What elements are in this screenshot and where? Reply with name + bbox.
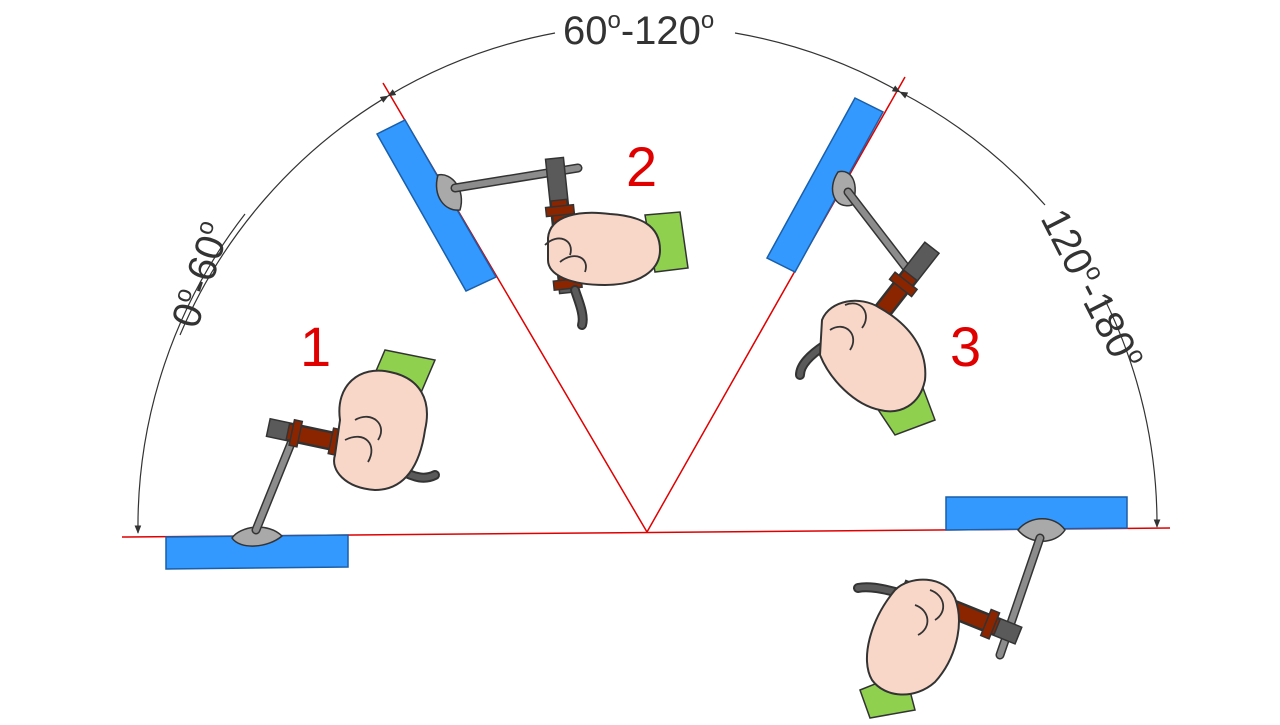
reference-line-120deg	[646, 76, 906, 533]
weld-bead-4	[1017, 518, 1066, 542]
hand-4	[865, 578, 960, 696]
angle-label-0-60: 0o-60o	[162, 217, 239, 333]
arc-segment-60-120-right	[734, 32, 901, 93]
position-number-2: 2	[626, 135, 657, 198]
plate-2	[375, 119, 498, 292]
arc-segment-120-180-upper	[899, 91, 1046, 206]
position-number-1: 1	[300, 315, 331, 378]
position-3-group	[765, 97, 941, 436]
arc-segment-120-180-lower	[1104, 299, 1161, 528]
weld-bead-1	[231, 526, 284, 547]
angle-label-60-120: 60o-120o	[563, 7, 714, 53]
position-2-group	[375, 119, 689, 330]
plate-1	[165, 534, 349, 570]
arc-segment-60-120-left	[387, 32, 556, 97]
angle-label-120-180: 120o-180o	[1032, 201, 1152, 377]
position-number-3: 3	[950, 315, 981, 378]
position-1-group	[165, 349, 440, 570]
hand-2	[547, 211, 662, 287]
arc-segment-0-60-upper	[179, 95, 389, 336]
position-4-group	[853, 496, 1128, 719]
arc-segment-0-60	[134, 213, 246, 534]
plate-3	[765, 97, 885, 273]
plate-4	[945, 496, 1128, 531]
hand-3	[818, 299, 927, 413]
